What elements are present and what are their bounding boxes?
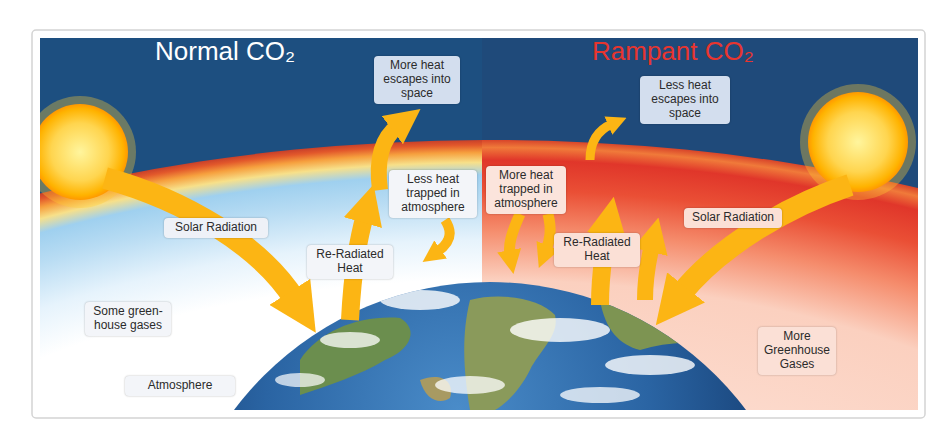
box-text: Less heat escapes into space	[645, 79, 725, 120]
label-box: More heat trapped in atmosphere	[486, 166, 566, 213]
label-box: Re-Radiated Heat	[307, 245, 393, 279]
solar-arrow	[105, 178, 295, 300]
box-text: Less heat trapped in atmosphere	[394, 173, 472, 214]
label-box: Solar Radiation	[164, 218, 268, 238]
earth-cloud	[435, 376, 505, 394]
earth-cloud	[670, 313, 730, 327]
sun	[808, 92, 908, 192]
box-text: More heat trapped in atmosphere	[491, 169, 561, 210]
box-text: Re-Radiated Heat	[312, 248, 388, 276]
label-box: Less heat escapes into space	[640, 76, 730, 123]
box-text: Re-Radiated Heat	[559, 236, 635, 264]
box-text: More Greenhouse Gases	[763, 330, 831, 371]
atmosphere-normal	[40, 140, 482, 410]
label-box: More heat escapes into space	[374, 56, 460, 103]
label-box: Solar Radiation	[684, 208, 782, 228]
earth-cloud	[560, 387, 640, 403]
box-text: Solar Radiation	[689, 211, 777, 225]
earth-cloud	[380, 290, 460, 310]
panel-title: Rampant CO₂	[592, 37, 754, 66]
box-text: Solar Radiation	[169, 221, 263, 235]
label-box: More Greenhouse Gases	[758, 327, 836, 374]
heat-arrow	[546, 214, 550, 250]
earth-land	[600, 299, 730, 350]
panel-title: Normal CO₂	[155, 37, 295, 66]
sun-glow	[800, 84, 916, 200]
label-box: Atmosphere	[125, 376, 235, 396]
earth-cloud	[275, 373, 325, 387]
earth-cloud	[510, 318, 610, 342]
earth-cloud	[320, 332, 380, 348]
heat-arrow	[590, 124, 612, 160]
box-text: Atmosphere	[130, 379, 230, 393]
earth	[170, 282, 810, 410]
label-box: Some green-house gases	[85, 302, 171, 336]
box-text: Some green-house gases	[90, 305, 166, 333]
label-box: Less heat trapped in atmosphere	[389, 170, 477, 217]
heat-arrow	[645, 245, 652, 300]
heat-arrow	[437, 220, 450, 252]
solar-arrow	[680, 185, 850, 295]
earth-cloud	[605, 355, 695, 375]
heat-arrow	[509, 214, 520, 255]
label-box: Re-Radiated Heat	[554, 233, 640, 267]
box-text: More heat escapes into space	[379, 59, 455, 100]
